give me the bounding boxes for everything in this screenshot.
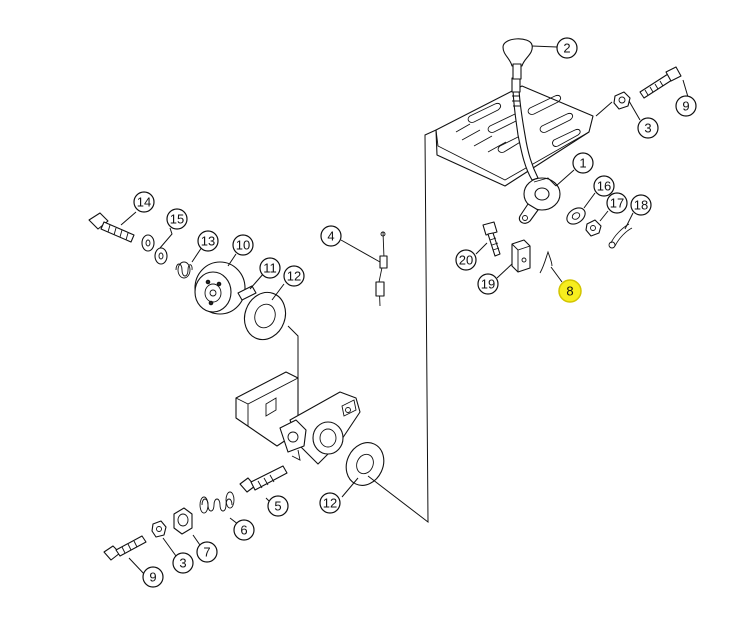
svg-text:18: 18 [634,198,648,213]
svg-text:12: 12 [287,269,301,284]
callout-7[interactable]: 7 [196,541,218,563]
callout-5[interactable]: 5 [267,495,289,517]
callout-14[interactable]: 14 [133,191,155,213]
callout-1[interactable]: 1 [572,152,594,174]
callout-12-lower[interactable]: 12 [319,492,341,514]
assembly-lines [287,129,437,524]
nut-3-upper [613,91,631,110]
shift-knob [502,38,533,80]
callout-6[interactable]: 6 [233,519,255,541]
callout-17[interactable]: 17 [606,192,628,214]
svg-text:6: 6 [240,523,247,538]
callout-20[interactable]: 20 [455,249,477,271]
pin-11 [237,285,257,301]
washer-15 [141,234,168,265]
svg-text:8: 8 [566,284,573,299]
svg-text:13: 13 [201,234,215,249]
spring-13 [175,261,193,279]
mounting-bracket [235,371,361,465]
callout-18[interactable]: 18 [630,194,652,216]
spring-clip-8 [539,250,553,274]
callout-13[interactable]: 13 [197,230,219,252]
svg-text:5: 5 [274,499,281,514]
callout-4[interactable]: 4 [320,225,342,247]
svg-text:1: 1 [579,156,586,171]
block-19 [511,239,531,273]
callout-2[interactable]: 2 [556,37,578,59]
svg-text:9: 9 [149,570,156,585]
callout-3-upper[interactable]: 3 [637,117,659,139]
cotter-pin-18 [608,223,633,249]
bolt-9-upper [639,66,682,99]
bushing-7 [173,507,193,535]
svg-text:2: 2 [563,41,570,56]
svg-text:15: 15 [170,212,184,227]
plunger-5 [239,465,288,493]
svg-text:16: 16 [597,179,611,194]
callout-10[interactable]: 10 [232,234,254,256]
svg-text:10: 10 [236,238,250,253]
svg-text:3: 3 [179,556,186,571]
svg-text:3: 3 [644,121,651,136]
lever-bracket [518,177,561,224]
bolt-20 [482,221,501,257]
svg-text:14: 14 [137,195,151,210]
svg-text:11: 11 [263,261,277,276]
washer-12-upper [243,291,287,341]
spring-6 [199,491,235,514]
svg-text:7: 7 [203,545,210,560]
nut-17 [585,219,602,237]
leader-lines [120,45,689,577]
callout-15[interactable]: 15 [166,208,188,230]
svg-text:9: 9 [682,99,689,114]
callout-16[interactable]: 16 [593,175,615,197]
svg-text:12: 12 [323,496,337,511]
svg-text:20: 20 [459,253,473,268]
callout-3-lower[interactable]: 3 [172,552,194,574]
bolt-14 [88,212,135,243]
washer-12-lower [345,442,385,486]
callout-11[interactable]: 11 [259,257,281,279]
callout-9-lower[interactable]: 9 [142,566,164,588]
svg-text:4: 4 [327,229,334,244]
svg-text:17: 17 [610,196,624,211]
callout-9-upper[interactable]: 9 [675,95,697,117]
callout-12-upper[interactable]: 12 [283,265,305,287]
callout-19[interactable]: 19 [477,273,499,295]
pulley-10 [194,261,246,315]
callout-8[interactable]: 8 [558,279,582,303]
nut-3-lower [151,520,167,538]
bolt-9-lower [103,535,147,561]
cable-4 [375,231,388,307]
washer-16 [566,207,586,225]
svg-text:19: 19 [481,277,495,292]
